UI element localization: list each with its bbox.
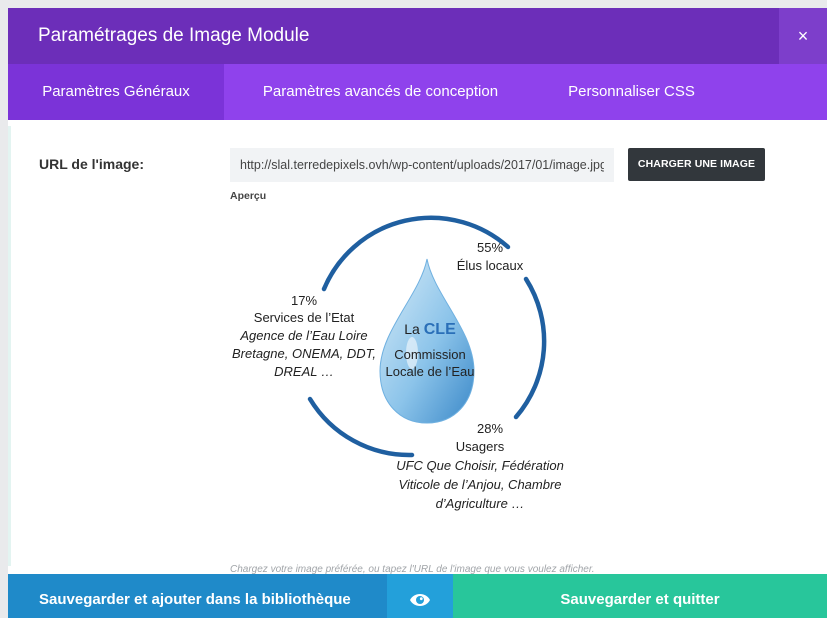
center-prefix: La: [404, 321, 420, 337]
center-acronym: CLE: [423, 321, 456, 338]
settings-tabs: Paramètres Généraux Paramètres avancés d…: [8, 64, 827, 120]
label-elus-locaux: Élus locaux: [456, 258, 524, 273]
upload-image-button[interactable]: CHARGER UNE IMAGE: [628, 148, 765, 181]
cle-diagram-graphic: [307, 215, 547, 458]
image-help-text: Chargez votre image préférée, ou tapez l…: [230, 564, 595, 575]
tab-custom-css[interactable]: Personnaliser CSS: [568, 83, 695, 100]
center-line-1: Commission: [394, 347, 466, 362]
image-preview: 55% Élus locaux 17% Services de l’Etat A…: [230, 203, 580, 555]
label-usagers: Usagers: [455, 439, 505, 454]
modal-header: Paramétrages de Image Module ×: [8, 8, 827, 64]
center-title: La CLE: [380, 321, 480, 339]
pct-elus-locaux: 55%: [476, 240, 504, 255]
save-and-quit-button[interactable]: Sauvegarder et quitter: [453, 574, 827, 618]
preview-label: Aperçu: [230, 190, 267, 202]
preview-button[interactable]: [387, 574, 453, 618]
arc-left: [307, 396, 415, 458]
modal-title: Paramétrages de Image Module: [38, 25, 310, 46]
detail-usagers: UFC Que Choisir, Fédération Viticole de …: [396, 458, 564, 511]
eye-icon: [410, 594, 430, 606]
modal-footer: Sauvegarder et ajouter dans la bibliothè…: [8, 574, 827, 618]
tab-advanced-design[interactable]: Paramètres avancés de conception: [262, 83, 499, 100]
image-url-input[interactable]: [230, 148, 614, 182]
center-line-2: Locale de l’Eau: [385, 364, 475, 379]
image-module-settings-modal: Paramétrages de Image Module × Paramètre…: [8, 8, 827, 618]
side-strip: [8, 126, 11, 566]
arc-right: [513, 276, 547, 420]
tab-general-settings[interactable]: Paramètres Généraux: [8, 64, 224, 120]
water-drop: [379, 258, 475, 424]
pct-usagers: 28%: [476, 421, 504, 436]
close-icon: ×: [797, 26, 809, 46]
save-to-library-button[interactable]: Sauvegarder et ajouter dans la bibliothè…: [8, 574, 387, 618]
detail-services-etat: Agence de l’Eau Loire Bretagne, ONEMA, D…: [231, 328, 376, 379]
close-button[interactable]: ×: [779, 8, 827, 64]
image-url-label: URL de l'image:: [39, 156, 144, 172]
label-services-etat: Services de l’Etat: [253, 310, 355, 325]
pct-services-etat: 17%: [290, 293, 318, 308]
arc-top: [321, 215, 511, 292]
